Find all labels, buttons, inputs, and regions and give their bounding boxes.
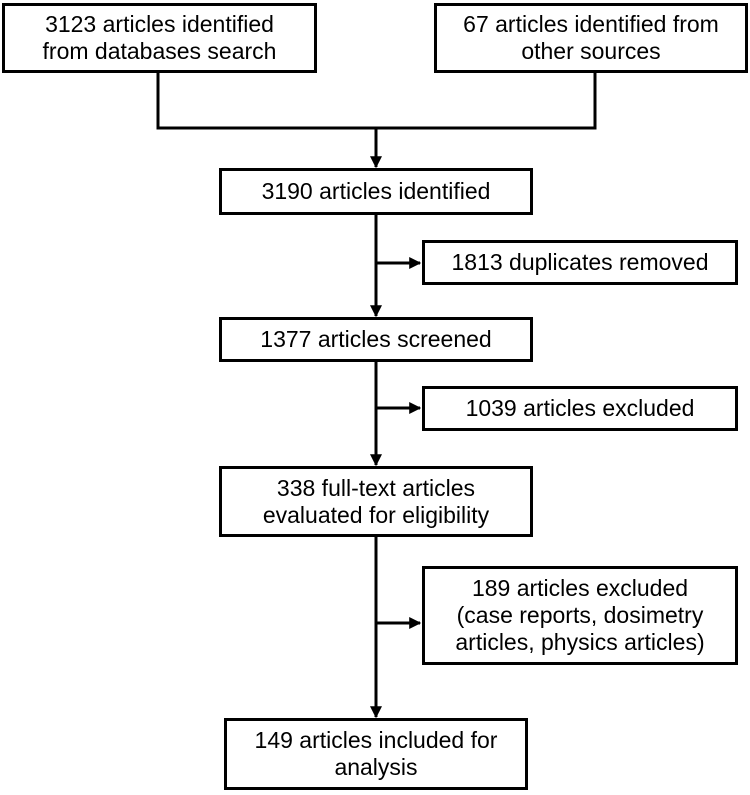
box-text-line: 338 full-text articles [276, 474, 476, 501]
duplicates-removed-box: 1813 duplicates removed [422, 240, 738, 285]
box-text-line: 149 articles included for [254, 727, 498, 753]
box-text-line: from databases search [42, 38, 277, 64]
box-text-line: analysis [334, 754, 418, 780]
box-text-line: other sources [521, 38, 661, 64]
databases-search-box: 3123 articles identified from databases … [2, 3, 317, 73]
box-text-line: 3190 articles identified [261, 178, 491, 204]
articles-identified-box: 3190 articles identified [219, 168, 533, 215]
box-text-line: (case reports, dosimetry [456, 602, 704, 628]
box-text-line: evaluated for eligibility [262, 501, 490, 528]
box-text-line: 189 articles excluded [471, 575, 689, 601]
box-text-line: articles, physics articles) [455, 629, 705, 655]
articles-included-box: 149 articles included for analysis [224, 718, 528, 790]
box-text-line: 1813 duplicates removed [451, 249, 709, 275]
box-text-line: 1377 articles screened [260, 326, 492, 352]
box-text-line: 1039 articles excluded [465, 395, 695, 421]
screening-excluded-box: 1039 articles excluded [422, 386, 738, 431]
box-text-line: 67 articles identified from [463, 11, 719, 37]
full-text-eligibility-box: 338 full-text articles evaluated for eli… [219, 466, 533, 537]
articles-screened-box: 1377 articles screened [219, 317, 533, 362]
other-sources-box: 67 articles identified from other source… [434, 3, 748, 73]
box-text-line: 3123 articles identified [45, 11, 274, 37]
eligibility-excluded-box: 189 articles excluded (case reports, dos… [422, 566, 738, 665]
